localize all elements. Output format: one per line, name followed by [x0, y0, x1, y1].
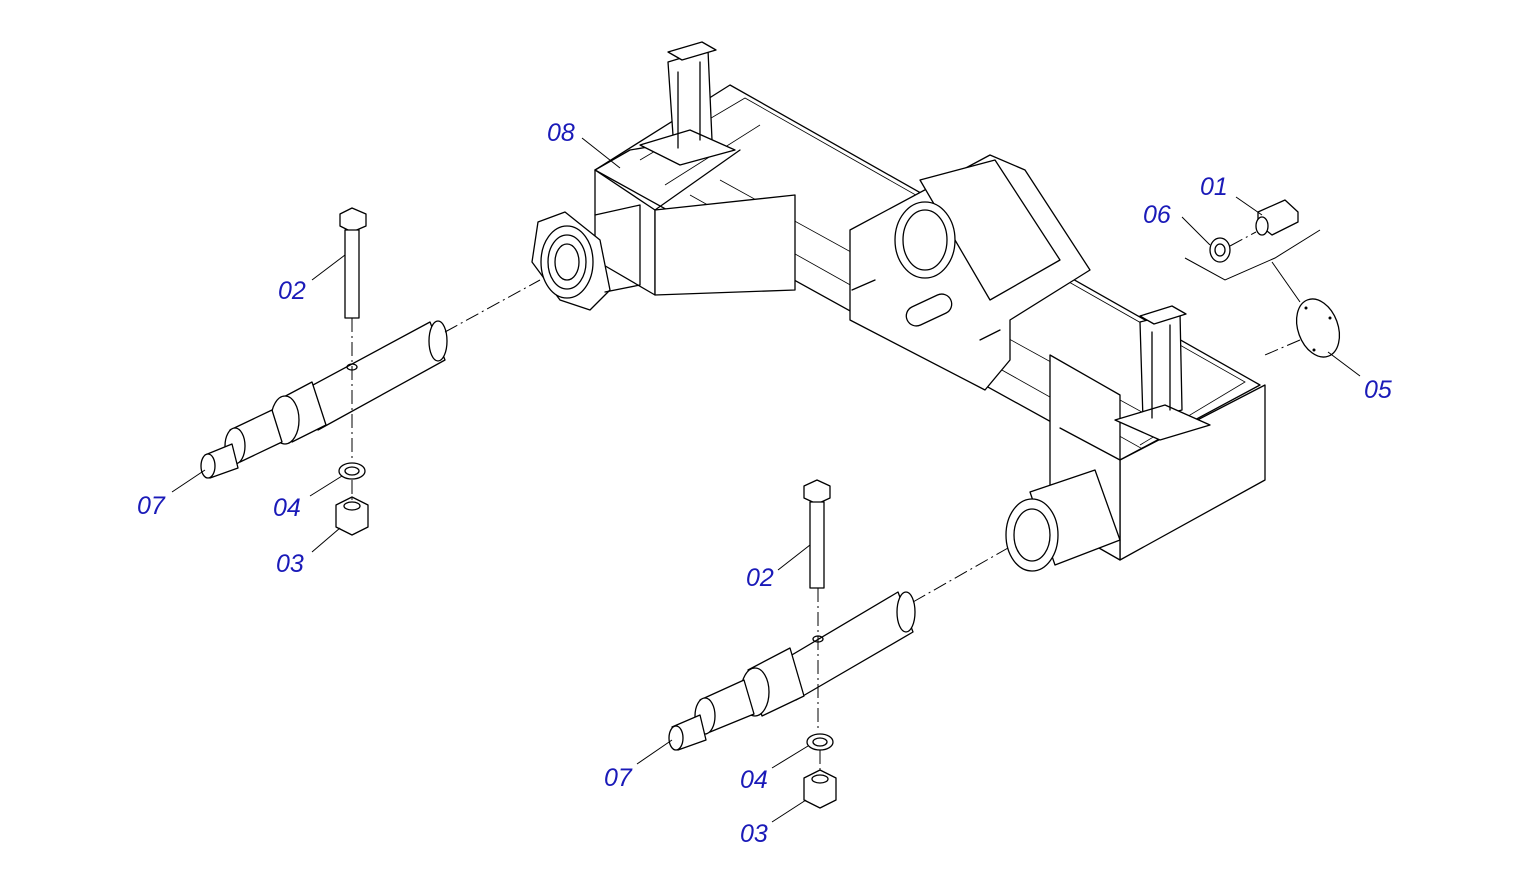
- callout-labels: 08 02 07 04 03 02 07 04 03 01 06 05: [137, 119, 1392, 848]
- callout-04-right: 04: [740, 766, 768, 794]
- callout-03-right: 03: [740, 820, 768, 848]
- callout-04-left: 04: [273, 494, 301, 522]
- right-axle-assembly: [668, 479, 1009, 809]
- leader-lines: [171, 137, 1361, 823]
- left-axle-assembly: [200, 207, 541, 536]
- callout-06: 06: [1143, 201, 1171, 229]
- callout-07-left: 07: [137, 492, 166, 520]
- callout-01: 01: [1200, 173, 1228, 201]
- callout-03-left: 03: [276, 550, 304, 578]
- callout-07-right: 07: [604, 764, 633, 792]
- cover-plate-assembly: [1184, 199, 1341, 358]
- callout-05: 05: [1364, 376, 1392, 404]
- callout-02-left: 02: [278, 277, 306, 305]
- callout-02-right: 02: [746, 564, 774, 592]
- main-frame: [531, 41, 1266, 572]
- callout-08: 08: [547, 119, 575, 147]
